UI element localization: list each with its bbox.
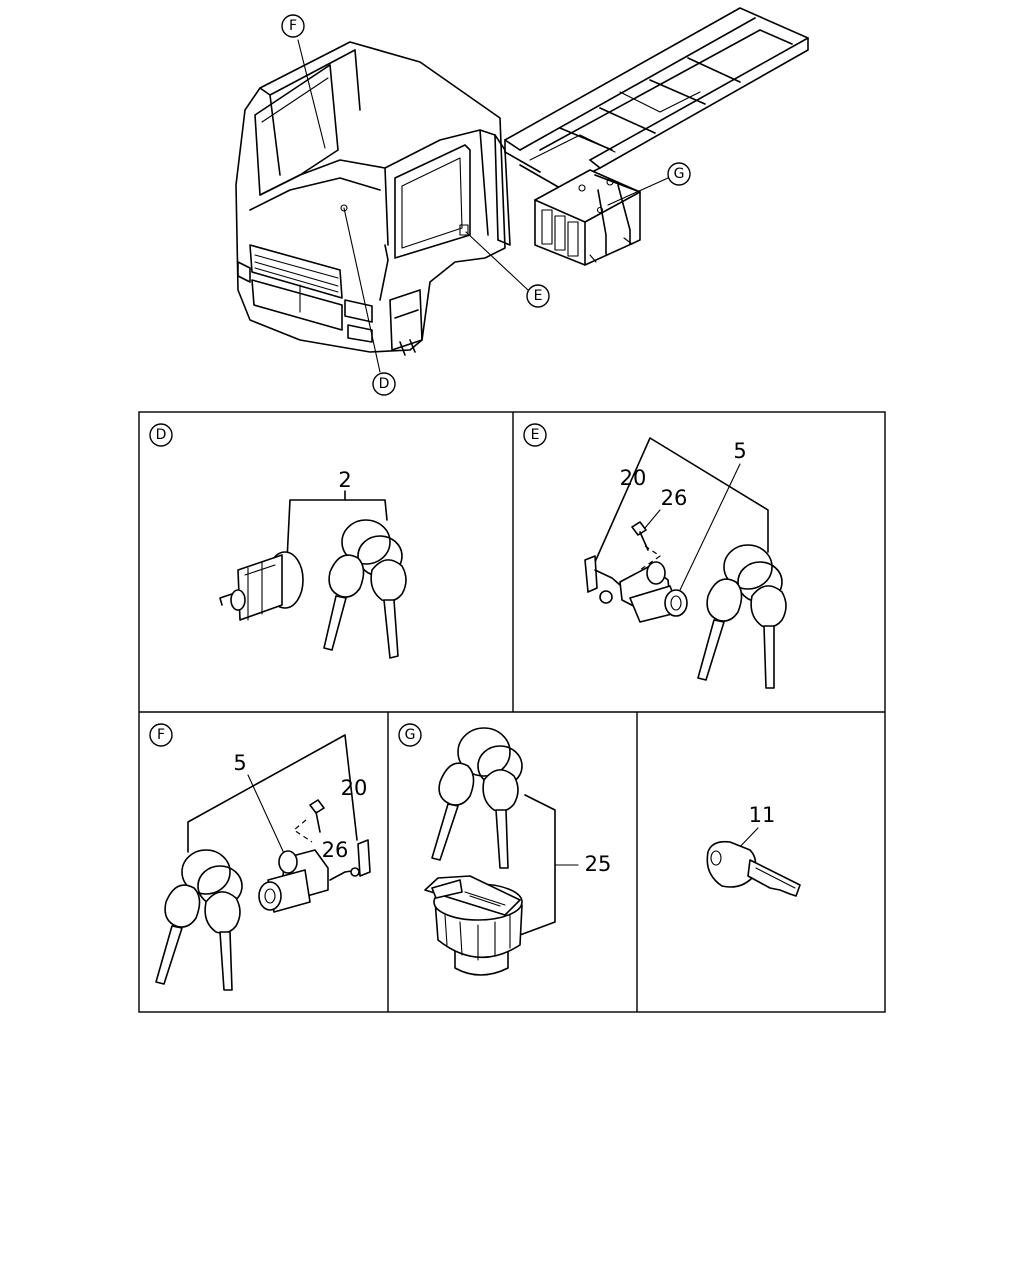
part-number-26-f: 26	[322, 838, 349, 862]
callout-f: F	[281, 14, 305, 38]
callout-g-letter: G	[674, 166, 685, 182]
callout-g: G	[667, 162, 691, 186]
part-number-25: 25	[585, 852, 612, 876]
panel-g: G 25	[398, 723, 612, 976]
callout-e-letter: E	[534, 288, 543, 304]
clip-20	[584, 555, 621, 604]
part-number-20-f: 20	[341, 776, 368, 800]
part-number-2: 2	[338, 468, 351, 492]
panel-d: D 2	[149, 423, 407, 659]
key-set-g	[431, 727, 523, 869]
key-set-f	[155, 849, 243, 991]
key-set-d	[323, 519, 407, 659]
truck-cab	[235, 41, 511, 356]
door-lock-cylinder-f	[258, 849, 329, 913]
callout-d-letter: D	[379, 376, 390, 392]
truck-overview: F D E G	[235, 7, 809, 396]
chassis-frame	[504, 7, 809, 189]
callout-leaders	[297, 39, 669, 373]
panel-e-letter: E	[531, 427, 540, 443]
panel-f: F 5 20 26	[149, 723, 371, 991]
key-blank-11	[706, 840, 801, 897]
fuel-filler-cap	[424, 875, 523, 976]
callout-d: D	[372, 372, 396, 396]
clip-20-f	[329, 839, 371, 881]
callout-e: E	[526, 284, 550, 308]
key-set-e	[697, 544, 787, 689]
door-lock-cylinder	[619, 561, 688, 623]
callout-f-letter: F	[289, 18, 297, 34]
fuel-tank	[534, 169, 641, 266]
part-number-5-f: 5	[233, 751, 246, 775]
bolt-26	[631, 521, 662, 571]
panel-key-blank: 11	[706, 803, 801, 897]
part-number-26: 26	[661, 486, 688, 510]
part-number-5: 5	[733, 439, 746, 463]
bolt-26-f	[292, 799, 325, 843]
panel-grid	[138, 411, 886, 1013]
panel-g-letter: G	[405, 727, 416, 743]
panel-e: E 20 26 5	[523, 423, 787, 689]
panel-d-letter: D	[156, 427, 167, 443]
part-number-11: 11	[749, 803, 776, 827]
panel-f-letter: F	[157, 727, 165, 743]
ignition-lock-cylinder	[219, 551, 304, 621]
